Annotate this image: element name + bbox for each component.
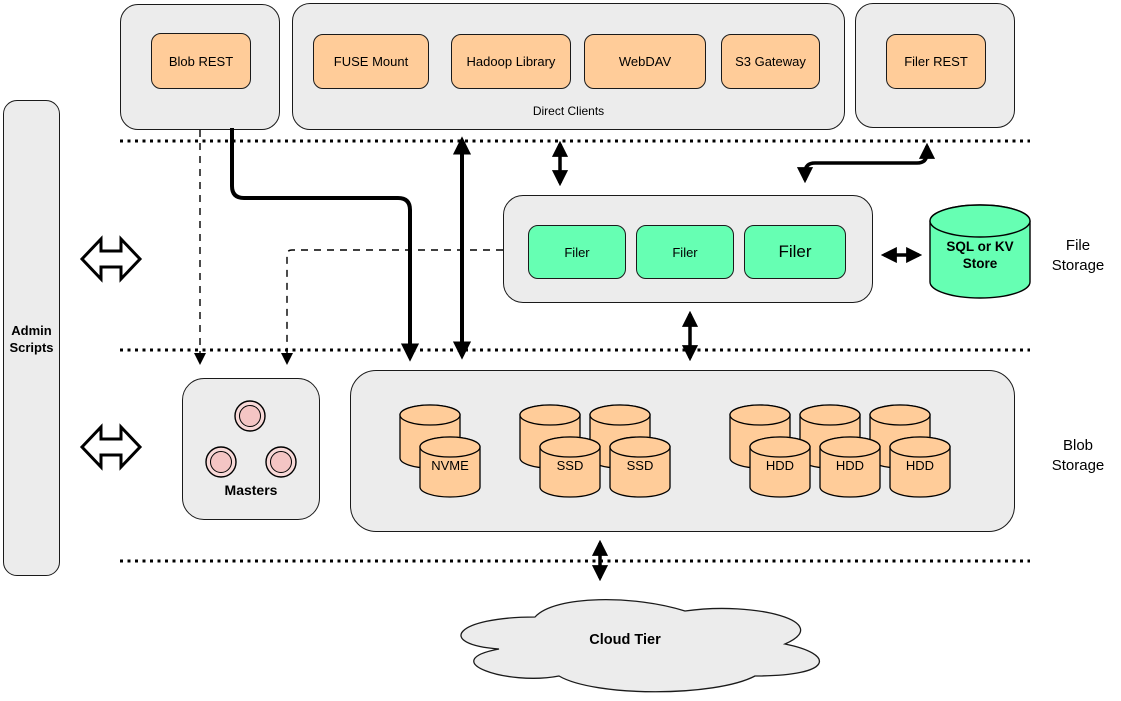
admin-scripts-box: Admin Scripts	[3, 100, 60, 576]
sql-kv-cylinder	[929, 204, 1031, 299]
blob-storage-box	[350, 370, 1015, 532]
direct-clients-group: FUSE Mount Hadoop Library WebDAV S3 Gate…	[292, 3, 845, 130]
s3-gateway-label: S3 Gateway	[735, 54, 806, 69]
blob-rest-group: Blob REST	[120, 4, 280, 130]
arrow-filer-to-masters	[281, 249, 503, 365]
hadoop-library-label: Hadoop Library	[466, 54, 556, 69]
admin-blob-storage-double-arrow	[79, 423, 143, 471]
admin-file-storage-double-arrow	[79, 235, 143, 283]
webdav-label: WebDAV	[618, 54, 672, 69]
filer-node-3: Filer	[744, 225, 846, 279]
cloud-shape	[460, 599, 820, 693]
filer-group: Filer Filer Filer	[503, 195, 873, 303]
arrow-filer-rest-filer	[796, 142, 936, 184]
filer-node-2: Filer	[636, 225, 734, 279]
filer-rest-label: Filer REST	[904, 54, 968, 69]
arrow-blob-rest-to-blob-storage	[230, 128, 420, 362]
filer-rest-group: Filer REST	[855, 3, 1015, 128]
masters-box: Masters	[182, 378, 320, 520]
hadoop-library-node: Hadoop Library	[451, 34, 571, 89]
filer-node-1: Filer	[528, 225, 626, 279]
filer-label-2: Filer	[672, 244, 698, 260]
sql-kv-store-label: SQL or KV Store	[946, 239, 1014, 271]
blob-rest-label: Blob REST	[168, 53, 234, 69]
filer-label-3: Filer	[778, 242, 812, 261]
s3-gateway-node: S3 Gateway	[721, 34, 820, 89]
admin-scripts-label: Admin Scripts	[9, 323, 54, 355]
file-storage-section-label: File Storage	[1051, 237, 1105, 275]
filer-rest-node: Filer REST	[886, 34, 986, 89]
direct-clients-label: Direct Clients	[532, 104, 605, 118]
blob-rest-node: Blob REST	[151, 33, 251, 89]
filer-label-1: Filer	[564, 244, 590, 260]
fuse-mount-label: FUSE Mount	[333, 54, 409, 69]
blob-storage-section-label: Blob Storage	[1051, 437, 1105, 475]
cloud-tier-label: Cloud Tier	[589, 632, 661, 648]
webdav-node: WebDAV	[584, 34, 706, 89]
masters-label: Masters	[224, 482, 278, 498]
fuse-mount-node: FUSE Mount	[313, 34, 429, 89]
